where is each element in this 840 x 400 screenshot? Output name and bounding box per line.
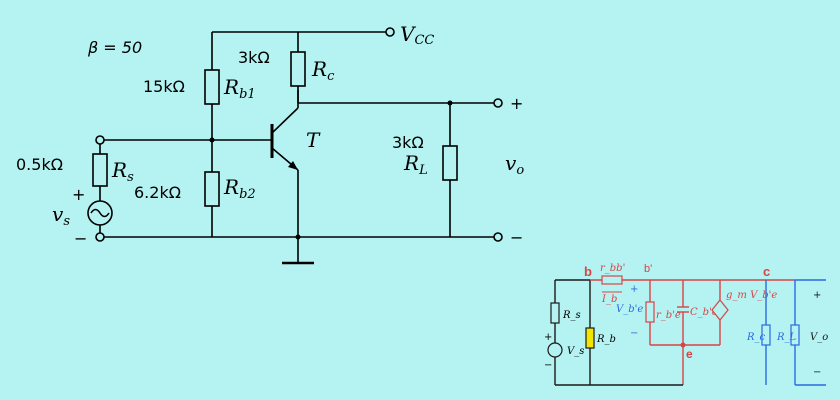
- rl-resistor: [442, 145, 458, 181]
- rs-label: Rs: [111, 158, 134, 185]
- eq-rc-resistor: [761, 324, 771, 346]
- eq-rc-label: R_c: [746, 332, 766, 343]
- transistor: [270, 90, 299, 237]
- rs-value: 0.5kΩ: [16, 155, 63, 174]
- rb2-value: 6.2kΩ: [134, 183, 181, 202]
- eq-rb-label: R_b: [596, 334, 616, 345]
- eq-node-c: c: [763, 264, 770, 279]
- rb1-resistor: [204, 69, 220, 105]
- output-minus-sign: −: [510, 228, 523, 247]
- eq-vs-minus: −: [544, 360, 552, 371]
- vo-label: vo: [505, 151, 524, 178]
- eq-rbe-resistor: [645, 301, 655, 323]
- output-terminal-minus: [493, 232, 503, 242]
- eq-cbe-label: C_b'e: [690, 307, 718, 318]
- beta-label: β = 50: [87, 38, 142, 57]
- input-terminal: [95, 135, 105, 145]
- eq-node-e-dot: [680, 342, 686, 348]
- base-node-dot: [209, 137, 215, 143]
- eq-rbb-label: r_bb': [600, 263, 625, 274]
- eq-node-b: b: [584, 264, 592, 279]
- vs-label: vs: [52, 202, 70, 229]
- eq-vo-label: V_o: [810, 332, 828, 343]
- eq-gm-label: g_m V_b'e: [726, 290, 777, 301]
- eq-vbe-plus: +: [630, 284, 638, 295]
- eq-ib-label: I_b: [601, 294, 617, 305]
- input-terminal-ground: [95, 232, 105, 242]
- rl-value: 3kΩ: [392, 133, 424, 152]
- eq-rl-resistor: [790, 324, 800, 346]
- equivalent-circuit: R_s V_s + − R_b b r_bb' I_b b' r_b'e C_b…: [544, 263, 828, 386]
- eq-rl-label: R_L: [776, 332, 797, 343]
- rc-resistor: [290, 51, 306, 87]
- eq-vs-plus: +: [544, 332, 552, 343]
- eq-node-b-prime: b': [644, 263, 652, 275]
- main-circuit: β = 50 VCC 15kΩ Rb1 6.2kΩ Rb2 T: [16, 22, 524, 265]
- eq-rs-resistor: [550, 302, 560, 324]
- output-plus-sign: +: [510, 94, 523, 113]
- eq-vo-plus: +: [813, 290, 821, 301]
- rc-value: 3kΩ: [238, 48, 270, 67]
- vs-plus-sign: +: [72, 185, 85, 204]
- rb2-label: Rb2: [223, 175, 256, 202]
- voltage-source-wave: [90, 208, 110, 218]
- rl-label: RL: [403, 151, 428, 178]
- rb1-label: Rb1: [223, 75, 256, 102]
- eq-vo-minus: −: [813, 367, 821, 378]
- eq-source: [547, 342, 563, 358]
- eq-vbe-label: V_b'e: [616, 304, 643, 315]
- output-terminal-plus: [493, 98, 503, 108]
- eq-node-e: e: [686, 347, 693, 361]
- eq-rbe-label: r_b'e: [656, 310, 681, 321]
- eq-vbe-minus: −: [630, 328, 638, 339]
- vcc-label: VCC: [400, 22, 434, 48]
- rb1-value: 15kΩ: [143, 77, 185, 96]
- vcc-terminal: [385, 27, 395, 37]
- vs-minus-sign: −: [74, 229, 87, 248]
- eq-vs-label: V_s: [567, 346, 584, 357]
- rb2-resistor: [204, 171, 220, 207]
- eq-rs-label: R_s: [562, 310, 581, 321]
- rs-resistor: [92, 153, 108, 187]
- eq-rb-resistor: [585, 327, 595, 349]
- transistor-label: T: [306, 128, 321, 152]
- rc-label: Rc: [311, 57, 335, 84]
- eq-rbb-resistor: [601, 275, 623, 285]
